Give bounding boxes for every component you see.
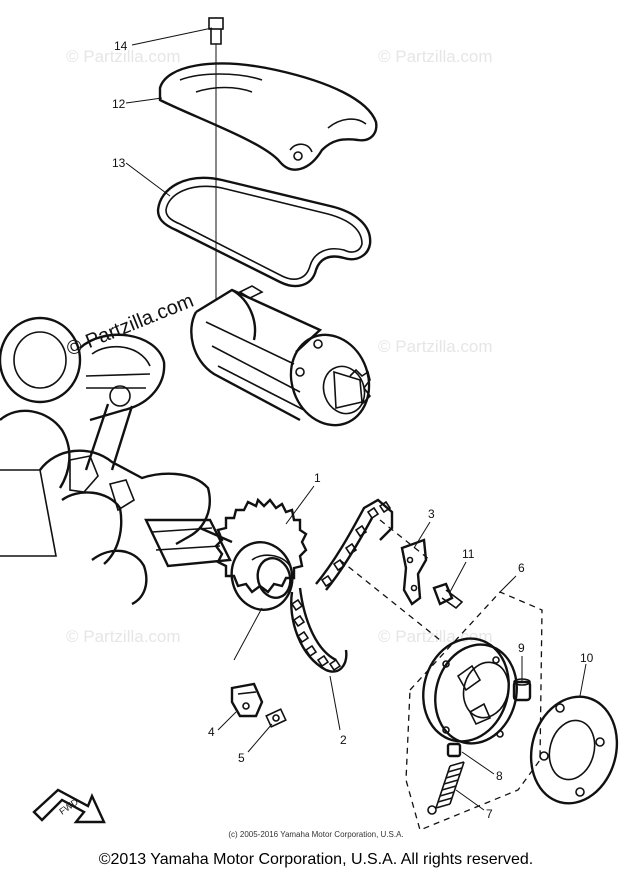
- callout-6: 6: [518, 561, 525, 575]
- callout-5: 5: [238, 751, 245, 765]
- part-starter-motor: [190, 285, 372, 427]
- fwd-arrow-icon: FWD: [32, 788, 106, 824]
- part-cap-8: [446, 742, 462, 758]
- part-bolt-5: [265, 708, 287, 728]
- callout-8: 8: [496, 769, 503, 783]
- callout-leaders: [125, 27, 587, 811]
- part-sprocket-1: [214, 497, 308, 611]
- part-bolt-11: [432, 582, 464, 610]
- watermark-4: © Partzilla.com: [66, 627, 181, 646]
- watermark-1: © Partzilla.com: [66, 47, 181, 66]
- callout-13: 13: [112, 156, 126, 170]
- watermark-3: © Partzilla.com: [378, 337, 493, 356]
- part-plate-10: [529, 695, 619, 805]
- watermark-prominent: © Partzilla.com: [64, 290, 197, 361]
- callout-1: 1: [314, 471, 321, 485]
- part-chain-2: [290, 498, 441, 673]
- callout-10: 10: [580, 651, 594, 665]
- callout-7: 7: [486, 807, 493, 821]
- small-copyright: (c) 2005-2016 Yamaha Motor Corporation, …: [228, 830, 404, 839]
- callout-labels: 14 12 13 1 2 3 4 5 6 7 8 9 10 11: [112, 39, 594, 821]
- callout-11: 11: [462, 547, 475, 561]
- part-holder-4: [230, 682, 264, 718]
- callout-4: 4: [208, 725, 215, 739]
- callout-12: 12: [112, 97, 126, 111]
- footer-copyright: ©2013 Yamaha Motor Corporation, U.S.A. A…: [98, 851, 534, 868]
- watermark-layer: © Partzilla.com © Partzilla.com © Partzi…: [66, 47, 493, 646]
- part-spring-7: [427, 761, 465, 815]
- callout-3: 3: [428, 507, 435, 521]
- part-gasket-13: [156, 176, 372, 288]
- callout-2: 2: [340, 733, 347, 747]
- callout-14: 14: [114, 39, 128, 53]
- callout-9: 9: [518, 641, 525, 655]
- part-engine-crankcase: [0, 316, 233, 606]
- part-clutch-assembly-6: [405, 591, 543, 831]
- part-bolt-14: [208, 17, 224, 68]
- part-guide-3: [400, 538, 428, 606]
- watermark-2: © Partzilla.com: [378, 47, 493, 66]
- part-cover-12: [158, 62, 378, 171]
